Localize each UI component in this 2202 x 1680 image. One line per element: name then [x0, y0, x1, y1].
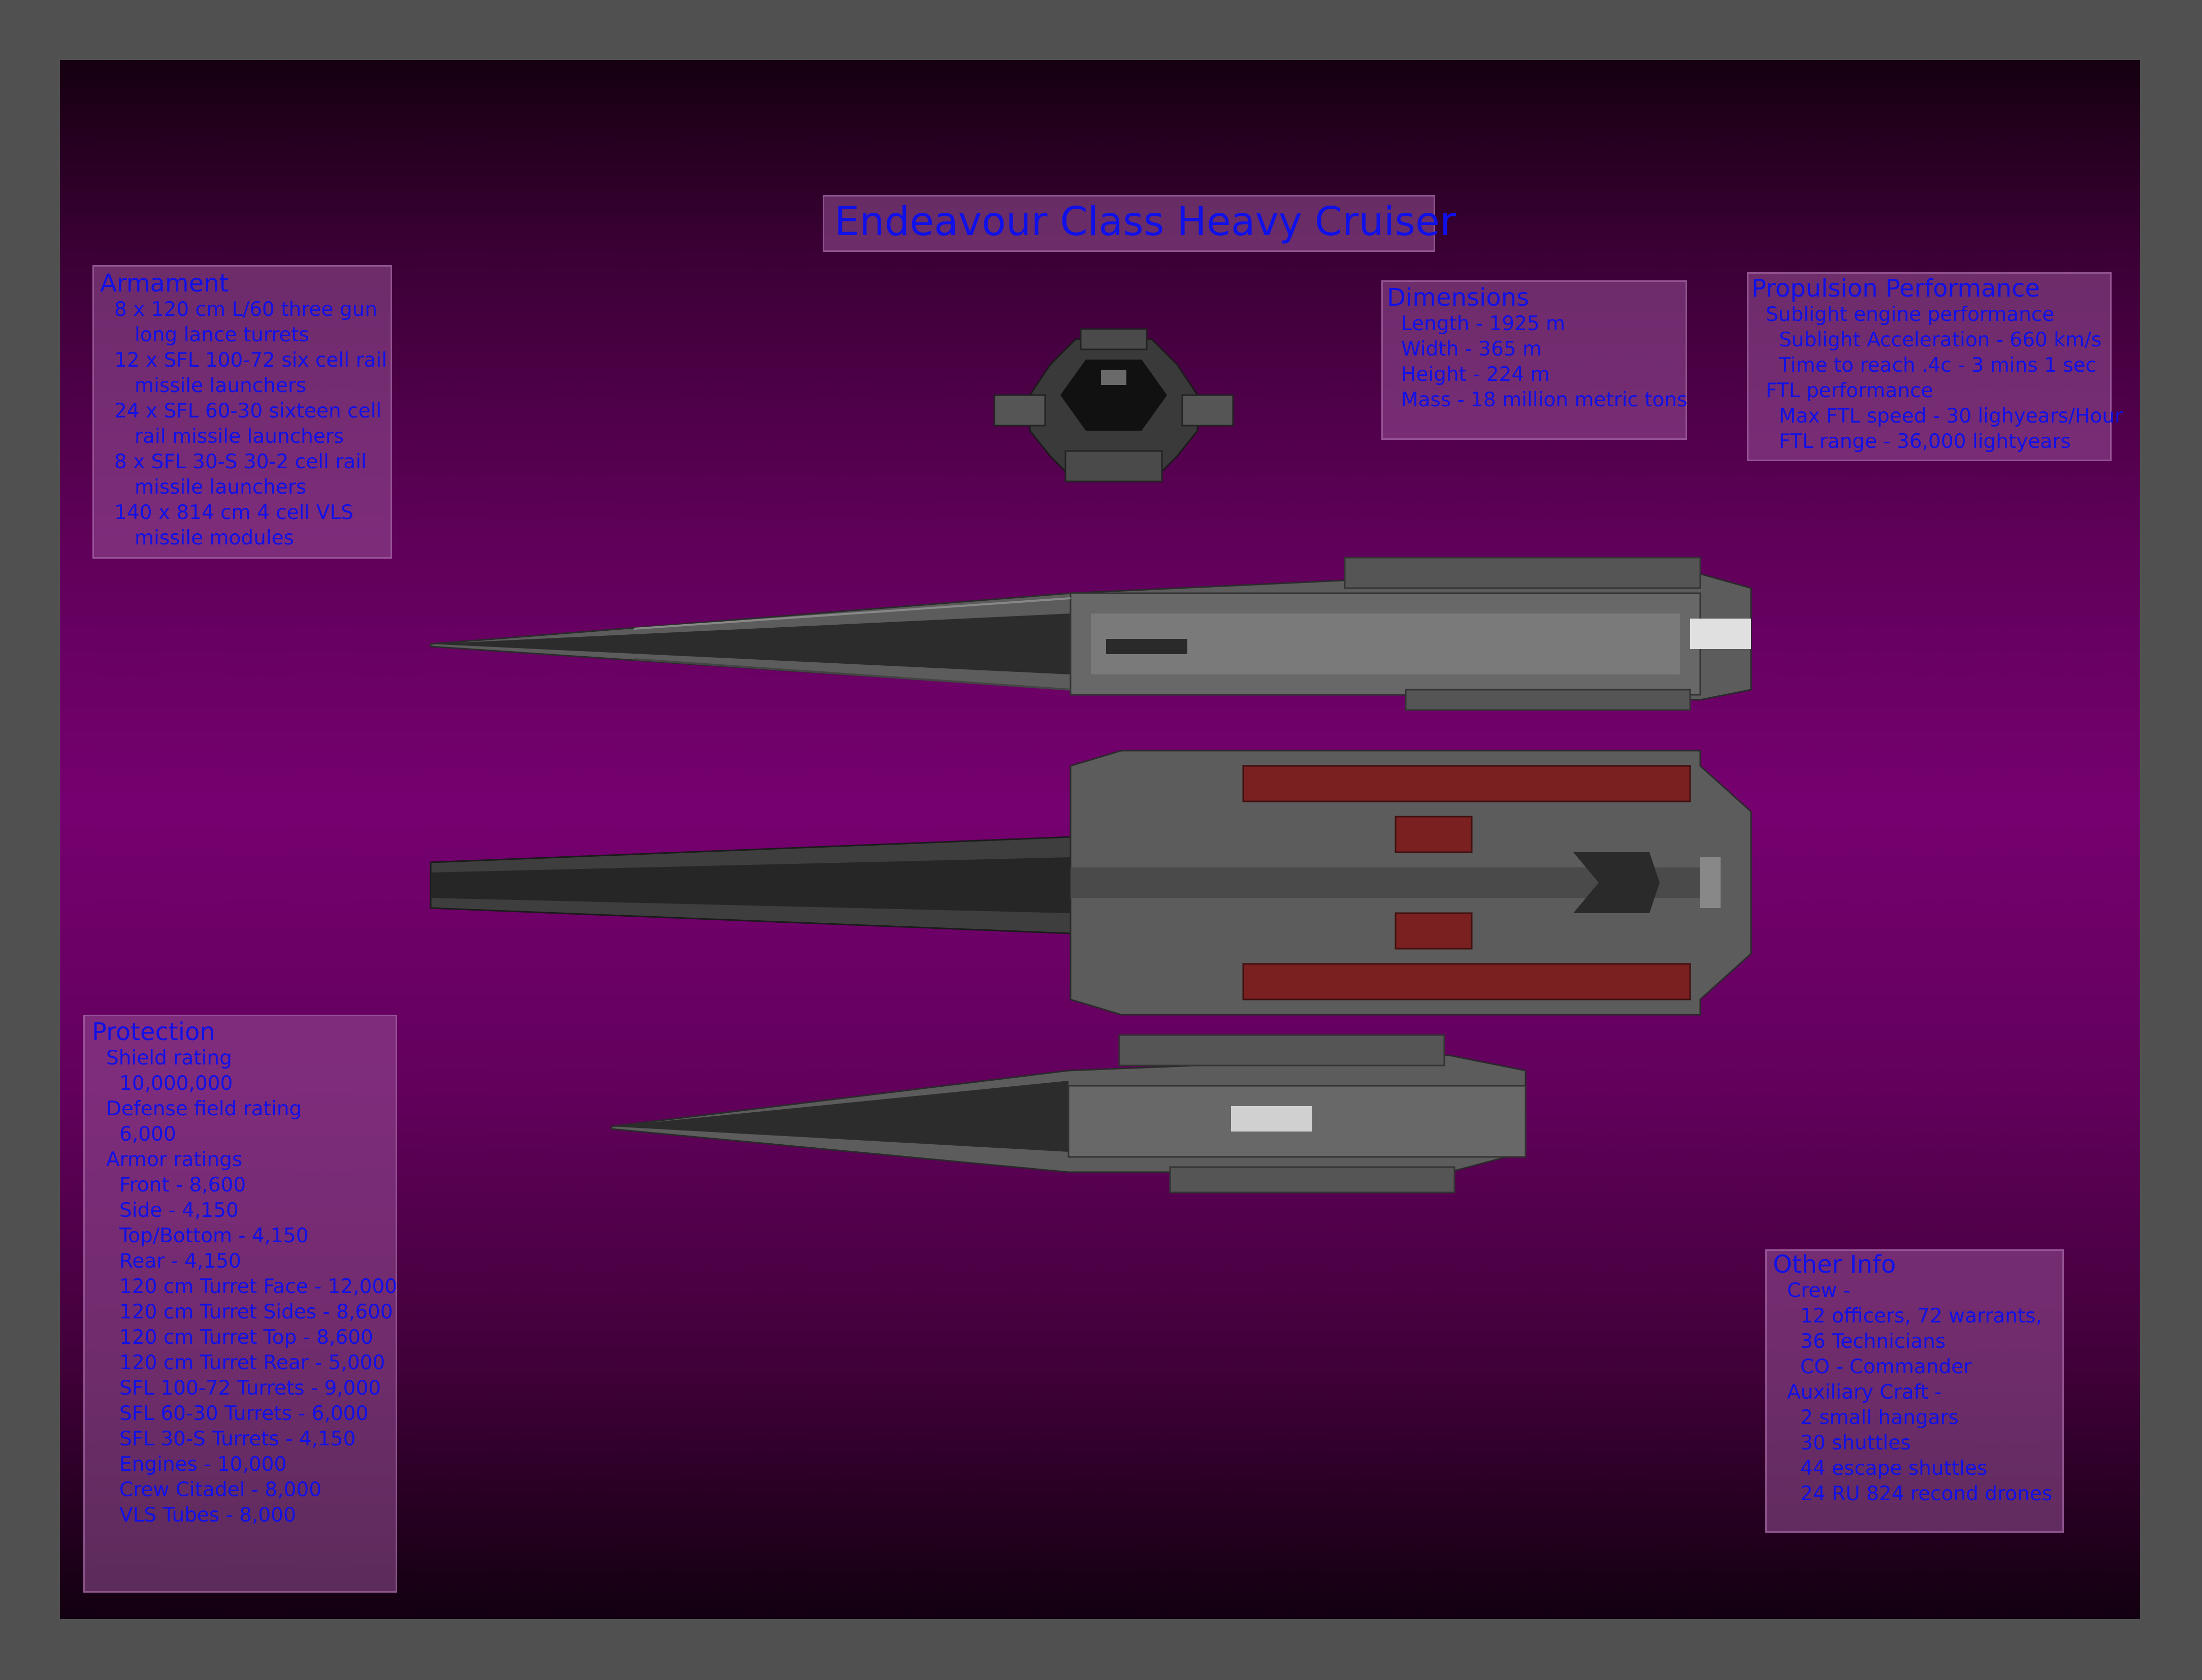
protection-line: VLS Tubes - 8,000: [119, 1504, 296, 1527]
propulsion-panel: Propulsion Performance Sublight engine p…: [1747, 272, 2123, 461]
other-info-line: 44 escape shuttles: [1800, 1457, 1988, 1480]
propulsion-heading: Propulsion Performance: [1752, 274, 2040, 303]
ship-front-view: [993, 328, 1234, 482]
ship-bottom-view: [610, 1034, 1527, 1193]
armament-panel: Armament 8 x 120 cm L/60 three gun long …: [92, 265, 392, 559]
armament-line: 24 x SFL 60-30 sixteen cell: [114, 400, 382, 423]
page-title: Endeavour Class Heavy Cruiser: [823, 195, 1456, 252]
protection-line: SFL 60-30 Turrets - 6,000: [119, 1402, 369, 1425]
other-info-heading: Other Info: [1773, 1250, 1896, 1279]
propulsion-line: FTL range - 36,000 lightyears: [1779, 430, 2071, 453]
protection-line: 120 cm Turret Sides - 8,600: [119, 1301, 393, 1323]
propulsion-line: Max FTL speed - 30 lighyears/Hour: [1779, 405, 2123, 428]
protection-line: 120 cm Turret Face - 12,000: [119, 1275, 398, 1298]
dimensions-heading: Dimensions: [1387, 283, 1530, 312]
protection-line: Front - 8,600: [119, 1174, 246, 1197]
protection-heading: Protection: [92, 1018, 215, 1046]
protection-line: 120 cm Turret Top - 8,600: [119, 1326, 373, 1349]
propulsion-line: Sublight engine performance: [1766, 303, 2055, 326]
armament-line: rail missile launchers: [135, 425, 344, 448]
protection-line: Shield rating: [106, 1047, 232, 1070]
dimensions-line: Height - 224 m: [1401, 363, 1550, 386]
other-info-panel: Other Info Crew - 12 officers, 72 warran…: [1765, 1249, 2064, 1533]
protection-line: 6,000: [119, 1123, 176, 1146]
other-info-line: Auxiliary Craft -: [1787, 1381, 1942, 1404]
protection-line: Engines - 10,000: [119, 1453, 287, 1476]
protection-line: 10,000,000: [119, 1072, 233, 1095]
armament-line: long lance turrets: [135, 324, 309, 346]
armament-line: missile launchers: [135, 374, 307, 397]
dimensions-panel: Dimensions Length - 1925 m Width - 365 m…: [1381, 280, 1688, 440]
other-info-line: 30 shuttles: [1800, 1432, 1911, 1455]
protection-line: Rear - 4,150: [119, 1250, 241, 1273]
armament-line: 12 x SFL 100-72 six cell rail: [114, 349, 387, 372]
propulsion-line: FTL performance: [1766, 379, 1933, 402]
protection-panel: Protection Shield rating 10,000,000 Defe…: [83, 1015, 397, 1593]
dimensions-line: Width - 365 m: [1401, 338, 1542, 361]
protection-line: SFL 100-72 Turrets - 9,000: [119, 1377, 381, 1400]
dimensions-line: Mass - 18 million metric tons: [1401, 389, 1688, 411]
armament-line: 8 x SFL 30-S 30-2 cell rail: [114, 450, 367, 473]
other-info-line: CO - Commander: [1800, 1355, 1972, 1378]
other-info-line: 2 small hangars: [1800, 1406, 1959, 1429]
protection-line: 120 cm Turret Rear - 5,000: [119, 1351, 385, 1374]
ship-side-view: [430, 557, 1752, 711]
protection-line: Side - 4,150: [119, 1199, 239, 1222]
armament-line: missile modules: [135, 527, 294, 550]
other-info-line: 12 officers, 72 warrants,: [1800, 1305, 2042, 1328]
armament-heading: Armament: [100, 269, 229, 298]
armament-line: 8 x 120 cm L/60 three gun: [114, 298, 378, 321]
other-info-line: Crew -: [1787, 1279, 1851, 1302]
propulsion-line: Sublight Acceleration - 660 km/s: [1779, 329, 2102, 351]
dimensions-line: Length - 1925 m: [1401, 312, 1566, 335]
protection-line: Defense field rating: [106, 1097, 302, 1120]
armament-line: 140 x 814 cm 4 cell VLS: [114, 501, 353, 524]
protection-line: Crew Citadel - 8,000: [119, 1478, 322, 1501]
other-info-line: 24 RU 824 recond drones: [1800, 1482, 2053, 1505]
protection-line: Top/Bottom - 4,150: [119, 1224, 309, 1247]
poster-canvas: Endeavour Class Heavy Cruiser Armament 8…: [60, 60, 2140, 1619]
propulsion-line: Time to reach .4c - 3 mins 1 sec: [1779, 354, 2096, 377]
armament-line: missile launchers: [135, 476, 307, 499]
protection-line: SFL 30-S Turrets - 4,150: [119, 1428, 356, 1450]
other-info-line: 36 Technicians: [1800, 1330, 1946, 1353]
protection-line: Armor ratings: [106, 1148, 243, 1171]
ship-top-view: [430, 750, 1752, 1016]
